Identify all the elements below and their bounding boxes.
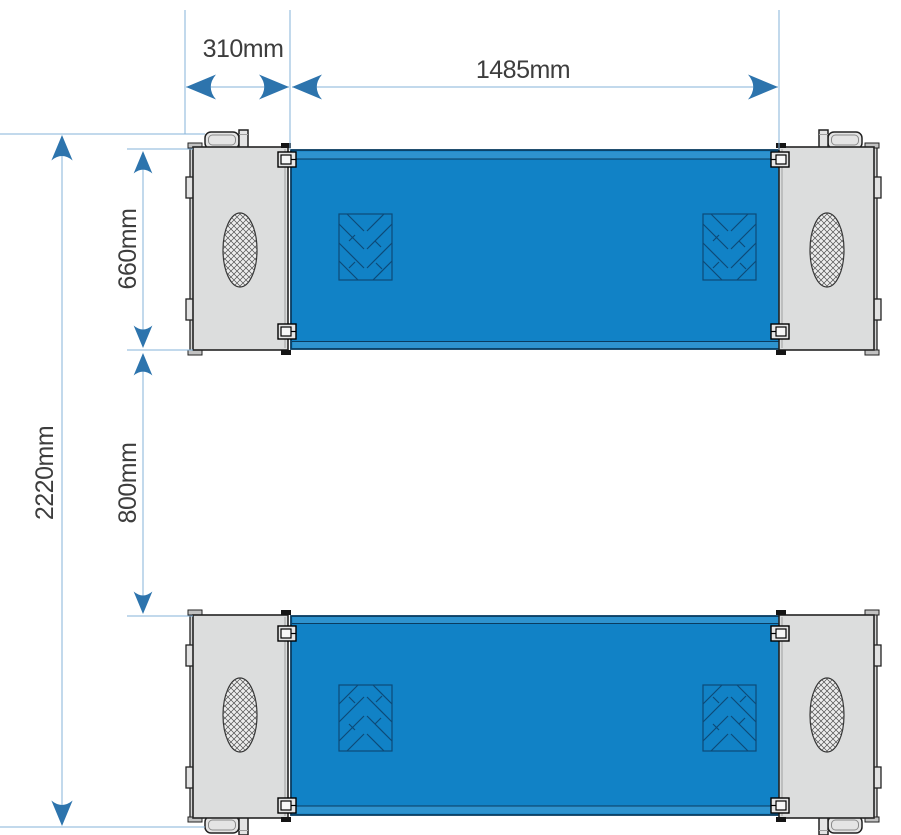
dim-label-2220: 2220mm: [31, 426, 59, 520]
dim-label-310: 310mm: [203, 35, 284, 63]
dim-label-1485: 1485mm: [476, 56, 570, 84]
end-unit-bottom-right: [770, 609, 882, 835]
end-unit-top-left: [185, 129, 297, 356]
dim-label-660: 660mm: [114, 209, 142, 290]
dimension-2220: 2220mm: [0, 133, 205, 828]
dimension-660: 660mm: [114, 148, 193, 351]
dimension-1485: 1485mm: [292, 10, 780, 150]
platform-deck-top: [291, 150, 780, 349]
end-unit-bottom-left: [185, 609, 297, 835]
platform-deck-bottom: [291, 616, 780, 815]
dimension-800: 800mm: [114, 353, 193, 617]
end-unit-top-right: [770, 129, 882, 356]
dimension-310: 310mm: [184, 10, 291, 150]
dim-label-800: 800mm: [114, 443, 142, 524]
